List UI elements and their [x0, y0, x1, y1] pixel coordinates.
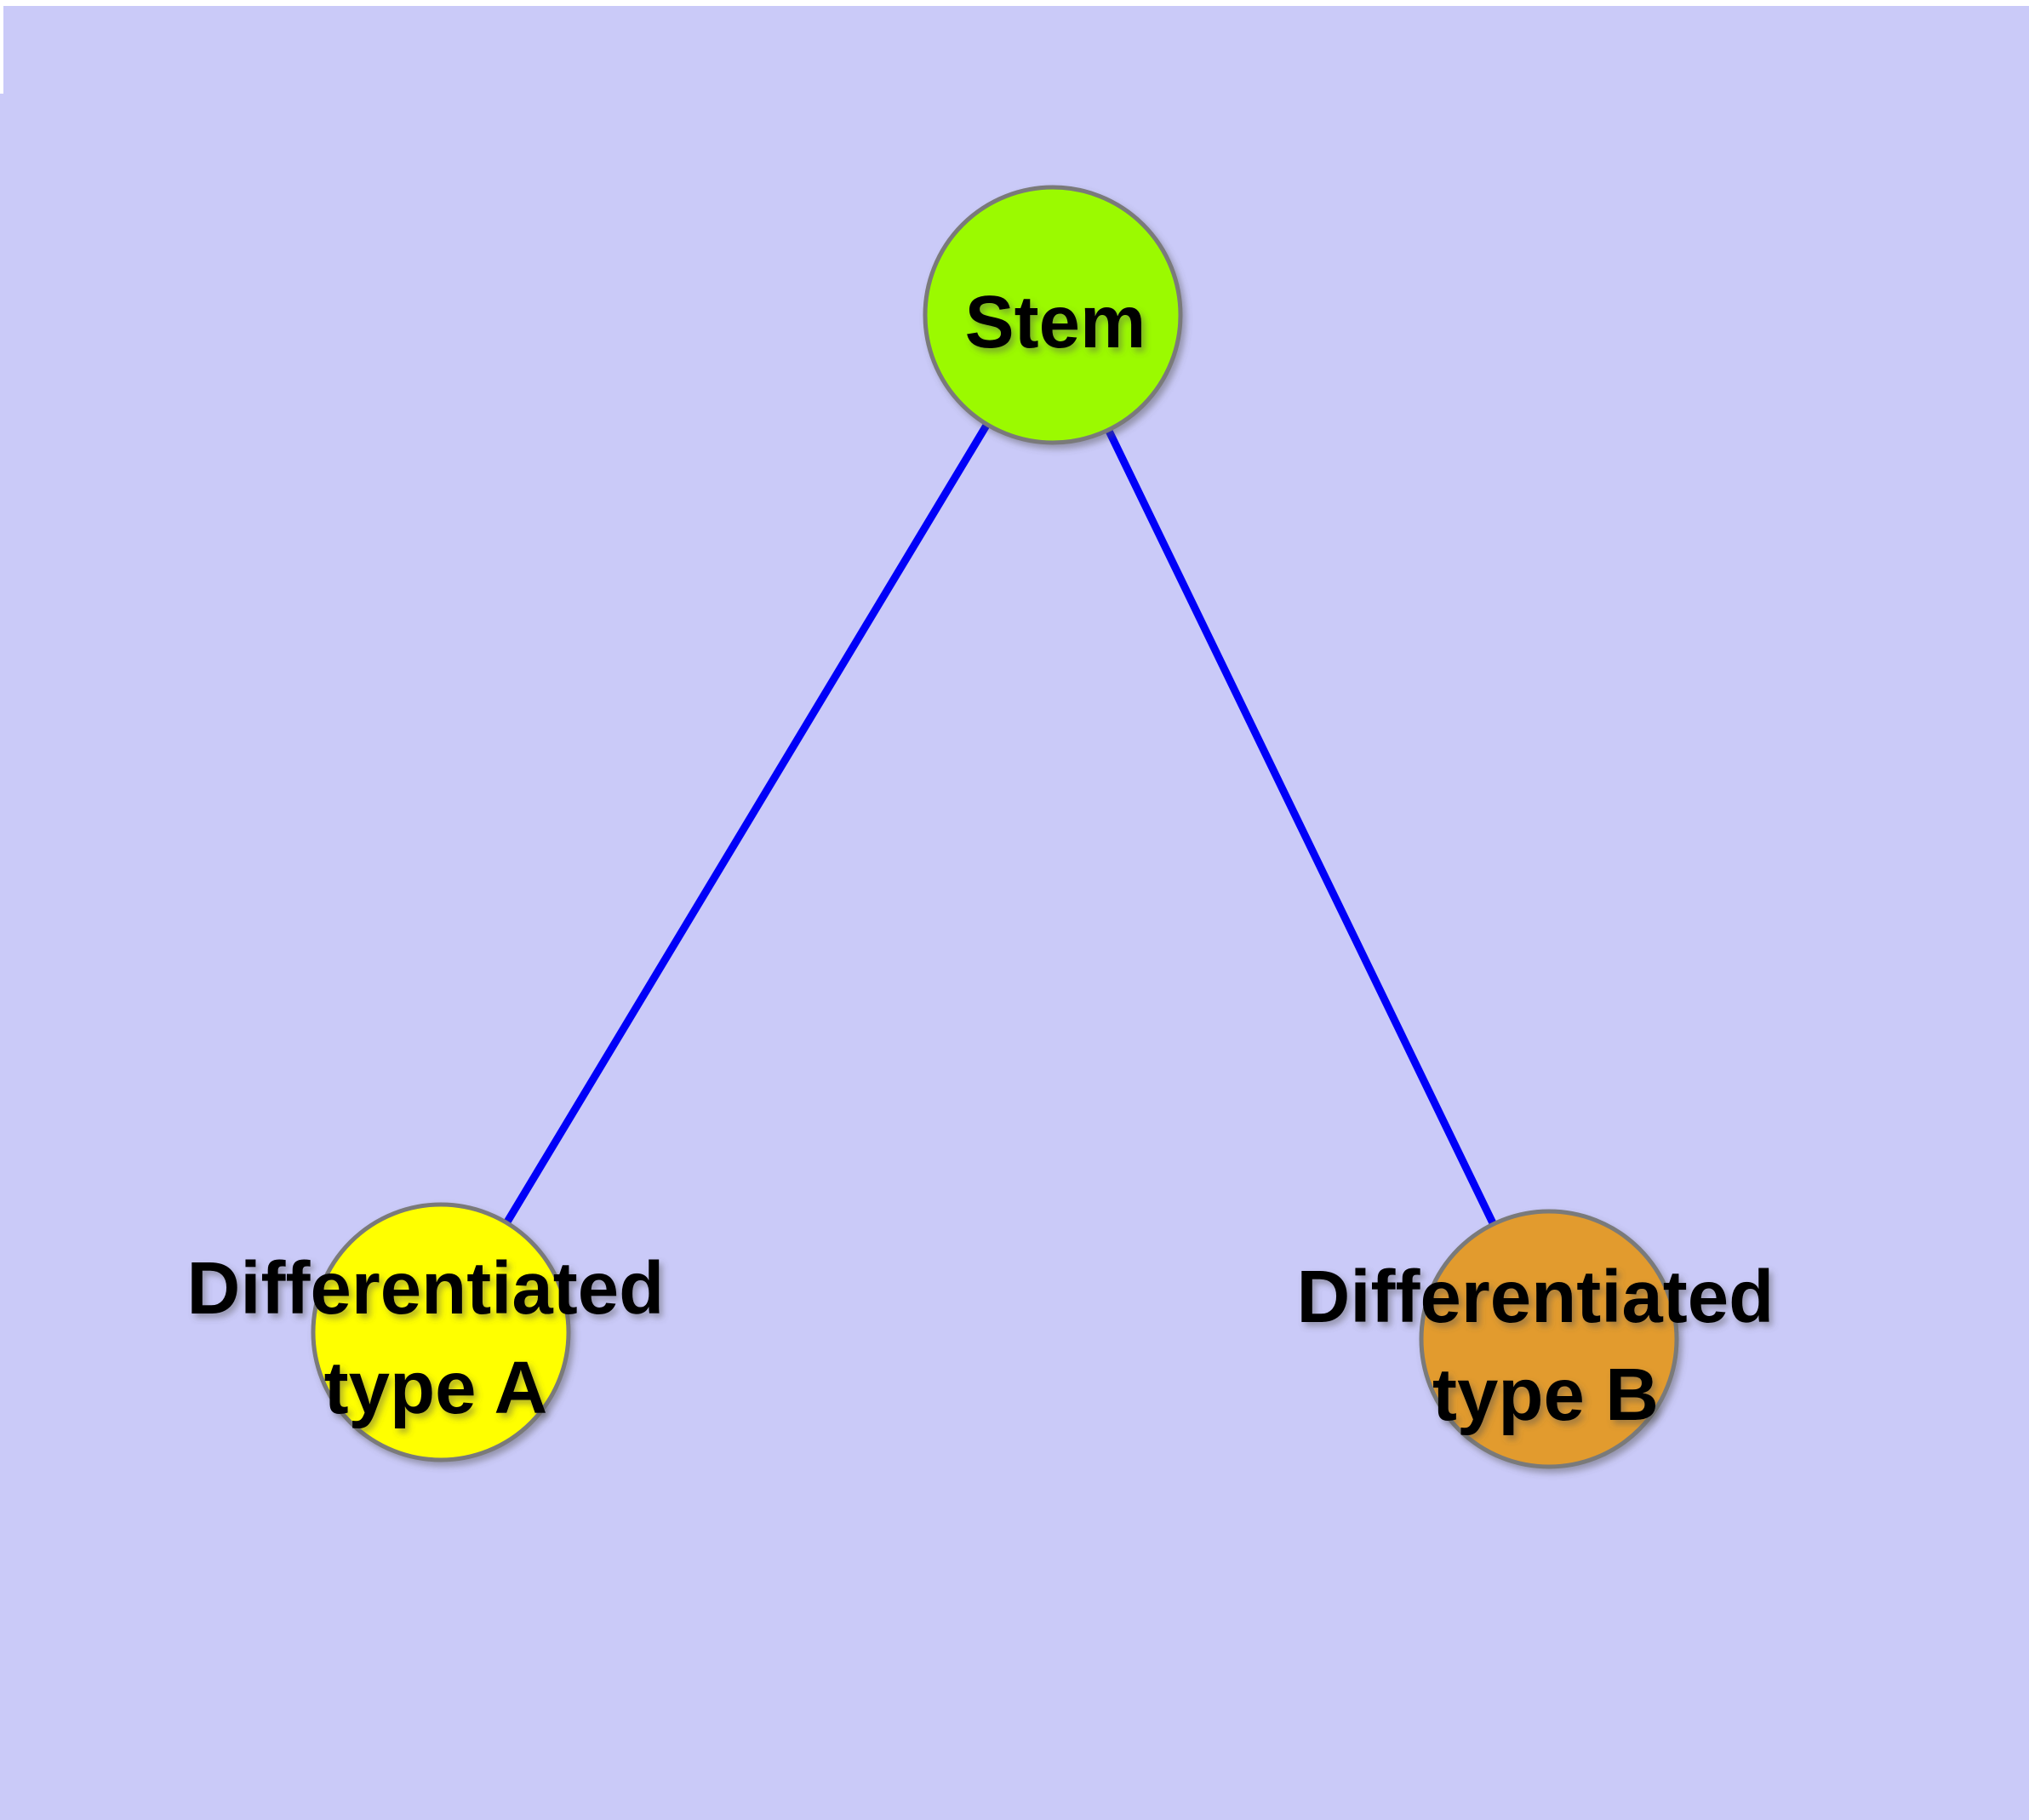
label-group: Stem Differentiated type A Differentiate… — [187, 281, 1795, 1436]
edge-stem-to-type-b — [1049, 313, 1553, 1341]
node-type-a-label: Differentiated type A — [187, 1247, 685, 1429]
margin-strip — [0, 6, 3, 94]
node-stem — [923, 185, 1183, 445]
node-stem-label: Stem — [965, 281, 1146, 363]
node-differentiated-type-a — [311, 1202, 571, 1462]
edge-stem-to-type-a — [437, 312, 1056, 1335]
node-type-b-label: Differentiated type B — [1297, 1256, 1795, 1436]
node-type-b-label-line1: Differentiated — [1297, 1256, 1775, 1338]
node-type-a-label-line2: type A — [324, 1347, 548, 1429]
node-group — [311, 185, 1679, 1469]
node-type-a-label-line1: Differentiated — [187, 1247, 665, 1330]
node-differentiated-type-b — [1419, 1209, 1679, 1469]
edge-group — [437, 312, 1553, 1341]
node-type-b-label-line2: type B — [1432, 1354, 1659, 1436]
